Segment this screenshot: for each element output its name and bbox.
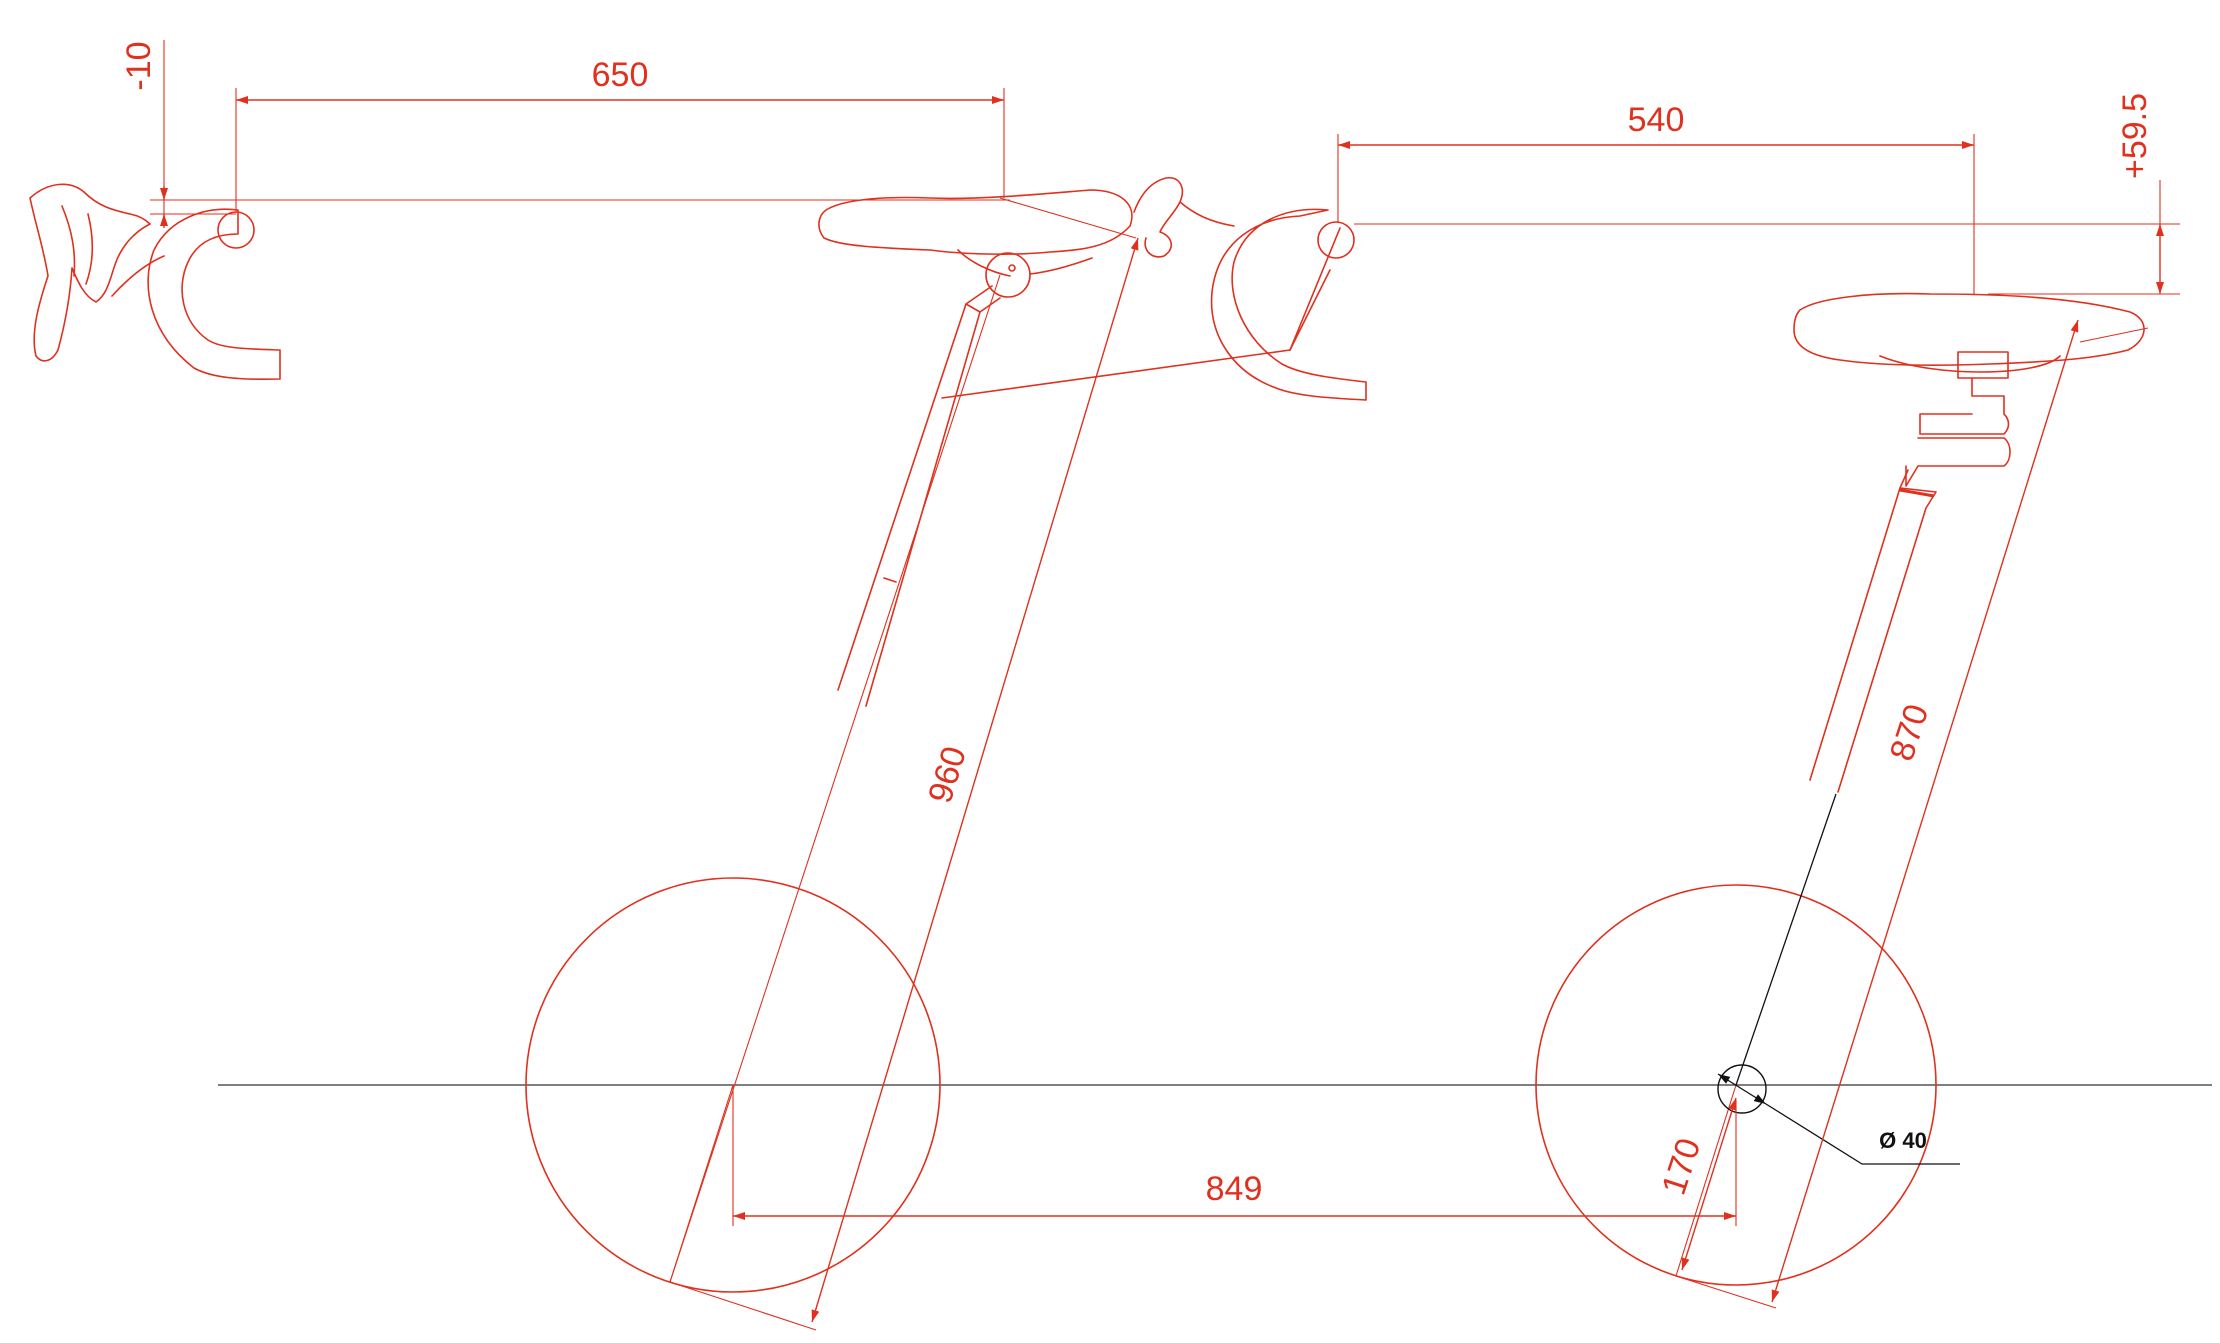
left-bar-link bbox=[941, 349, 1291, 399]
label-wheelbase: 849 bbox=[1206, 1170, 1263, 1208]
crank-center-detail: Ø 40 bbox=[1717, 793, 1960, 1165]
left-bar-link-2 bbox=[1289, 269, 1331, 351]
right-bar-end bbox=[1317, 221, 1355, 259]
dimension-labels: -10 650 540 +59.5 960 870 849 170 bbox=[120, 41, 2154, 1208]
right-seatpost-head bbox=[1919, 377, 2010, 435]
left-saddle-to-bar bbox=[999, 197, 1137, 239]
label-offset-left: -10 bbox=[120, 41, 158, 90]
left-handlebar bbox=[147, 208, 281, 381]
dim-length-right-line bbox=[1771, 319, 2079, 1303]
right-leg-long-ext bbox=[2079, 327, 2149, 343]
right-bar-drop-of-left bbox=[1210, 208, 1367, 401]
left-assembly bbox=[29, 177, 1367, 1331]
dimension-lines bbox=[150, 40, 2164, 1323]
label-offset-right: +59.5 bbox=[2116, 93, 2154, 179]
dim-length-left-line bbox=[811, 237, 1139, 1323]
diameter-label: Ø 40 bbox=[1879, 1128, 1927, 1153]
left-brake-lever bbox=[29, 183, 151, 362]
label-crank: 170 bbox=[1655, 1134, 1709, 1200]
left-seatpost-mark bbox=[883, 577, 897, 583]
label-length-left: 960 bbox=[921, 742, 974, 807]
left-bar-clamp bbox=[111, 255, 165, 297]
center-to-post-line bbox=[1735, 793, 1837, 1086]
right-assembly bbox=[1289, 223, 2180, 1309]
diameter-arrow-line bbox=[1717, 1073, 1767, 1105]
label-reach-right: 540 bbox=[1628, 101, 1685, 139]
label-length-right: 870 bbox=[1883, 700, 1937, 766]
left-leg-end bbox=[669, 1281, 817, 1331]
right-bar-link bbox=[1289, 227, 1341, 351]
left-bar-end bbox=[217, 211, 255, 249]
diameter-leader bbox=[1765, 1103, 1960, 1165]
right-saddle bbox=[1793, 292, 2145, 366]
label-reach-left: 650 bbox=[592, 56, 649, 94]
right-seatpost-collar bbox=[1905, 437, 2011, 487]
right-leg-end bbox=[1675, 1275, 1777, 1309]
left-hood-detail bbox=[61, 205, 94, 285]
dim-crank-line bbox=[1681, 1097, 1737, 1271]
left-clamp-bolt bbox=[1008, 264, 1016, 272]
right-brake-hood bbox=[1133, 177, 1235, 258]
